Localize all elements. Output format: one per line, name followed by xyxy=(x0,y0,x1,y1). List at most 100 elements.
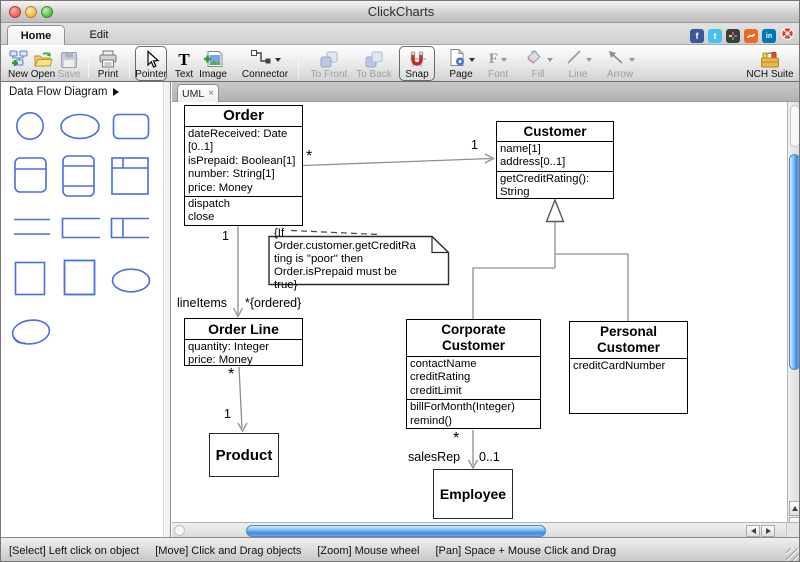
to-front-icon xyxy=(319,50,339,69)
tab-edit[interactable]: Edit xyxy=(89,29,109,41)
nch-suite-button[interactable]: NCH Suite xyxy=(743,47,797,80)
linkedin-icon[interactable]: in xyxy=(762,29,776,43)
arrow-button[interactable]: Arrow xyxy=(600,47,640,80)
multiplicity-label[interactable]: 1 xyxy=(471,138,478,152)
class-title: Personal Customer xyxy=(570,322,687,359)
shape-entity-grid[interactable] xyxy=(111,157,149,195)
share-plus-icon[interactable] xyxy=(726,29,740,43)
uml-class-order[interactable]: Order dateReceived: Date [0..1] isPrepai… xyxy=(184,105,303,226)
uml-class-product[interactable]: Product xyxy=(209,433,279,477)
scroll-left-arrow[interactable] xyxy=(746,525,760,537)
nch-share-icon[interactable] xyxy=(744,29,758,43)
pointer-button[interactable]: Pointer xyxy=(135,46,167,81)
uml-class-customer[interactable]: Customer name[1] address[0..1] getCredit… xyxy=(496,121,614,199)
fill-dropdown-caret[interactable] xyxy=(546,57,553,62)
scroll-right-arrow[interactable] xyxy=(761,525,775,537)
palette-scrollbar[interactable] xyxy=(163,82,170,537)
to-back-button[interactable]: To Back xyxy=(349,47,399,80)
facebook-icon[interactable]: f xyxy=(690,29,704,43)
uml-note[interactable]: {If Order.customer.getCreditRa ting is "… xyxy=(274,227,446,292)
line-button[interactable]: Line xyxy=(560,47,596,80)
zoom-window-button[interactable] xyxy=(41,6,53,18)
horizontal-scroll-thumb[interactable] xyxy=(246,524,546,537)
document-tab-strip: UML × xyxy=(172,82,799,102)
window-title: ClickCharts xyxy=(367,4,435,19)
multiplicity-label[interactable]: 0..1 xyxy=(479,450,500,464)
printer-icon xyxy=(98,50,118,69)
note-line: Order.isPrepaid must be xyxy=(274,265,397,278)
connector-dropdown-caret[interactable] xyxy=(274,57,281,62)
font-dropdown-caret[interactable] xyxy=(501,57,508,62)
palette-expand-arrow-icon[interactable] xyxy=(113,88,119,96)
shape-ellipse[interactable] xyxy=(59,113,101,140)
uml-class-order-line[interactable]: Order Line quantity: Integer price: Mone… xyxy=(184,318,303,366)
title-bar[interactable]: ClickCharts xyxy=(1,1,799,23)
tab-home[interactable]: Home xyxy=(7,25,65,45)
help-lifering-icon[interactable] xyxy=(780,26,795,46)
pointer-cursor-icon xyxy=(142,50,160,69)
connector-icon xyxy=(250,48,272,72)
shape-ellipse-wide[interactable] xyxy=(111,268,151,293)
uml-class-corporate-customer[interactable]: Corporate Customer contactName creditRat… xyxy=(406,319,541,429)
class-method: getCreditRating(): String xyxy=(500,172,590,199)
note-line: ting is "poor" then xyxy=(274,252,364,265)
role-label[interactable]: salesRep xyxy=(408,450,461,464)
uml-class-employee[interactable]: Employee xyxy=(433,469,513,519)
image-button[interactable]: Image xyxy=(197,47,229,80)
new-button[interactable]: New xyxy=(3,47,33,80)
fill-button[interactable]: Fill xyxy=(520,47,556,80)
scroll-up-arrow[interactable] xyxy=(789,501,799,516)
class-attribute: address[0..1] xyxy=(500,156,566,169)
class-method: dispatch xyxy=(188,198,231,211)
vertical-scroll-thumb[interactable] xyxy=(789,154,799,370)
font-button[interactable]: F Font xyxy=(487,51,508,81)
save-button[interactable]: Save xyxy=(54,47,84,80)
note-line: Order.customer.getCreditRa xyxy=(274,239,416,252)
uml-class-personal-customer[interactable]: Personal Customer creditCardNumber xyxy=(569,321,688,414)
line-dropdown-caret[interactable] xyxy=(585,57,592,62)
shape-square-large[interactable] xyxy=(63,259,96,296)
print-button[interactable]: Print xyxy=(93,47,123,80)
horizontal-scrollbar[interactable] xyxy=(172,522,786,537)
to-front-button[interactable]: To Front xyxy=(304,47,354,80)
multiplicity-label[interactable]: * xyxy=(228,366,235,383)
multiplicity-label[interactable]: 1 xyxy=(222,229,229,243)
shape-open-rectangle-divided[interactable] xyxy=(110,217,150,239)
shape-palette-panel: Data Flow Diagram xyxy=(1,82,171,537)
class-title: Customer xyxy=(497,122,613,142)
snap-button[interactable]: Snap xyxy=(399,46,435,81)
shape-rounded-rectangle[interactable] xyxy=(112,113,150,140)
vertical-scrollbar[interactable] xyxy=(787,102,799,537)
text-button[interactable]: T Text xyxy=(174,50,194,80)
resize-grip[interactable] xyxy=(786,548,799,561)
shape-open-rectangle[interactable] xyxy=(61,217,101,239)
shape-square[interactable] xyxy=(14,261,46,296)
multiplicity-label[interactable]: * xyxy=(306,148,313,165)
multiplicity-label[interactable]: 1 xyxy=(224,407,231,421)
document-tab-uml[interactable]: UML × xyxy=(177,84,219,102)
connector-button[interactable]: Connector xyxy=(236,47,294,80)
role-label[interactable]: lineItems xyxy=(177,296,228,310)
page-button[interactable]: Page xyxy=(441,47,481,80)
shape-process-three-rows[interactable] xyxy=(62,155,95,197)
open-button[interactable]: Open xyxy=(28,47,58,80)
shape-parallel-lines[interactable] xyxy=(13,218,51,236)
shape-circle[interactable] xyxy=(13,111,47,141)
palette-title[interactable]: Data Flow Diagram xyxy=(9,86,108,98)
minimize-window-button[interactable] xyxy=(25,6,37,18)
ribbon-tab-row: Home Edit f t in xyxy=(1,23,799,46)
page-dropdown-caret[interactable] xyxy=(468,57,475,62)
multiplicity-label[interactable]: *{ordered} xyxy=(245,296,302,310)
close-tab-icon[interactable]: × xyxy=(208,88,214,99)
class-attribute: price: Money xyxy=(188,181,253,194)
snap-magnet-icon xyxy=(407,50,427,69)
shape-process-two-rows[interactable] xyxy=(14,157,47,193)
twitter-icon[interactable]: t xyxy=(708,29,722,43)
note-line: {If xyxy=(274,227,285,239)
arrow-dropdown-caret[interactable] xyxy=(628,57,635,62)
multiplicity-label[interactable]: * xyxy=(453,430,460,447)
close-window-button[interactable] xyxy=(9,6,21,18)
shape-ellipse-sketch[interactable] xyxy=(10,318,52,348)
class-attribute: contactName xyxy=(410,358,477,370)
